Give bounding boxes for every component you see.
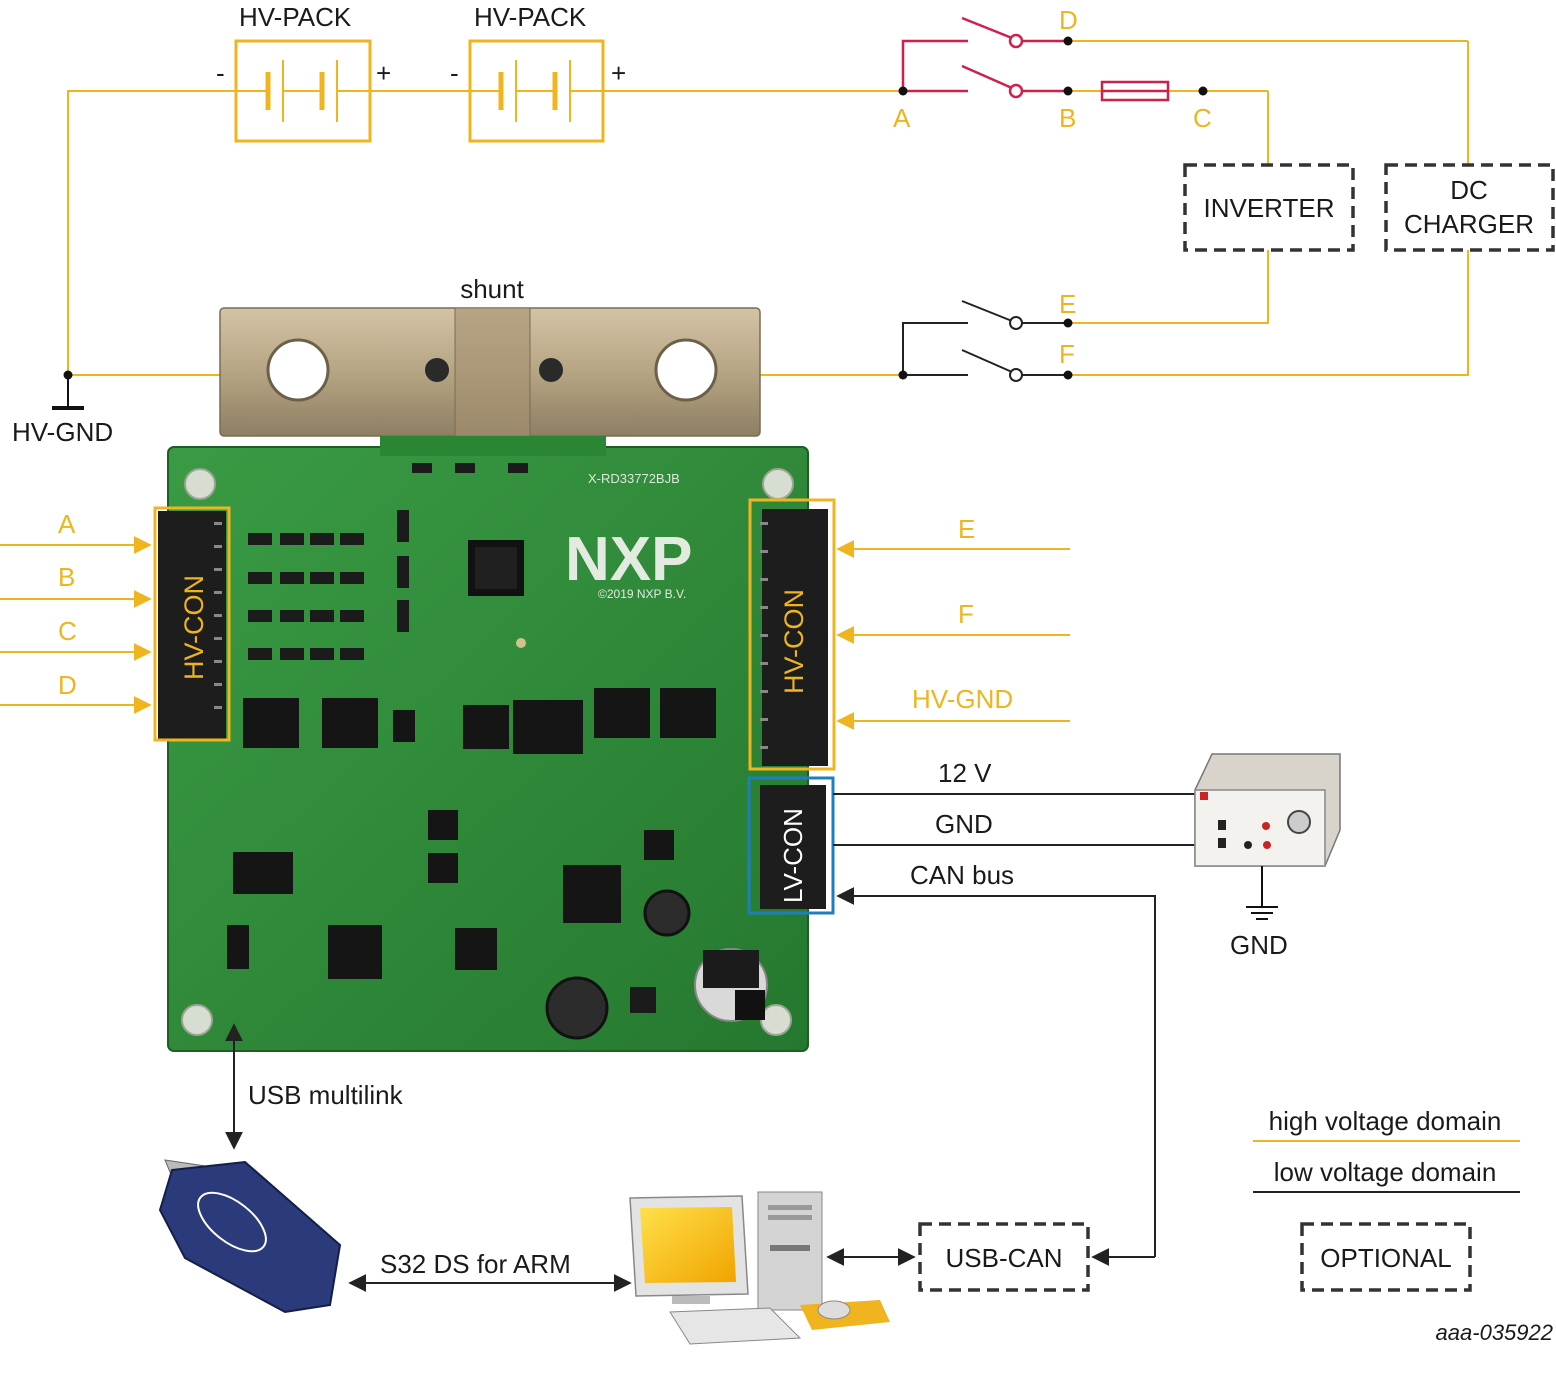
inverter-box bbox=[1183, 163, 1355, 252]
node-c-label: C bbox=[1193, 103, 1212, 133]
nxp-logo: NXP bbox=[565, 525, 692, 594]
hv-con-right-label: HV-CON bbox=[779, 589, 809, 694]
usb-multilink-device-icon bbox=[158, 1159, 342, 1314]
can-bus-label: CAN bus bbox=[910, 860, 1014, 890]
hv-gnd-symbol bbox=[52, 370, 84, 410]
dc-charger-label-2: CHARGER bbox=[1404, 209, 1534, 239]
legend-hv-label: high voltage domain bbox=[1269, 1106, 1502, 1136]
board-id: X-RD33772BJB bbox=[588, 471, 680, 486]
right-input-wires bbox=[836, 540, 1070, 730]
node-a-label: A bbox=[893, 103, 911, 133]
dc-charger-label-1: DC bbox=[1450, 175, 1488, 205]
hv-pack-2-label: HV-PACK bbox=[474, 2, 587, 32]
pack2-plus: + bbox=[611, 58, 626, 88]
hv-pack-1 bbox=[234, 39, 372, 143]
legend-lv-label: low voltage domain bbox=[1274, 1157, 1497, 1187]
figure-id: aaa-035922 bbox=[1436, 1320, 1553, 1345]
shunt-label: shunt bbox=[460, 274, 524, 304]
right-input-f: F bbox=[958, 599, 974, 629]
inverter-label: INVERTER bbox=[1204, 193, 1335, 223]
pack2-minus: - bbox=[450, 58, 459, 88]
lv-con-label: LV-CON bbox=[778, 808, 808, 903]
pcb-board: NXP ©2019 NXP B.V. X-RD33772BJB bbox=[167, 436, 809, 1052]
lv-12v-label: 12 V bbox=[938, 758, 992, 788]
power-supply-icon bbox=[1194, 753, 1341, 920]
hv-main-loop bbox=[67, 40, 1469, 376]
left-input-b: B bbox=[58, 562, 75, 592]
right-input-e: E bbox=[958, 514, 975, 544]
left-input-d: D bbox=[58, 670, 77, 700]
node-f-label: F bbox=[1059, 339, 1075, 369]
legend-optional-box bbox=[1300, 1222, 1472, 1292]
hv-gnd-label: HV-GND bbox=[12, 417, 113, 447]
lv-wires bbox=[833, 793, 1195, 1266]
hv-pack-1-label: HV-PACK bbox=[239, 2, 352, 32]
hv-contactors-negative bbox=[898, 300, 1073, 382]
node-d-label: D bbox=[1059, 5, 1078, 35]
legend-optional-label: OPTIONAL bbox=[1320, 1243, 1451, 1273]
left-input-a: A bbox=[58, 509, 76, 539]
node-e-label: E bbox=[1059, 289, 1076, 319]
usb-can-label: USB-CAN bbox=[945, 1243, 1062, 1273]
left-input-wires bbox=[0, 536, 152, 714]
usb-multilink-label: USB multilink bbox=[248, 1080, 404, 1110]
board-copyright: ©2019 NXP B.V. bbox=[598, 587, 686, 601]
pack1-minus: - bbox=[216, 58, 225, 88]
psu-gnd-label: GND bbox=[1230, 930, 1288, 960]
fuse bbox=[1100, 80, 1170, 102]
lv-gnd-label: GND bbox=[935, 809, 993, 839]
left-input-c: C bbox=[58, 616, 77, 646]
computer-icon bbox=[629, 1191, 890, 1345]
hv-pack-2 bbox=[468, 39, 605, 143]
hv-con-right bbox=[748, 498, 836, 771]
s32ds-label: S32 DS for ARM bbox=[380, 1249, 571, 1279]
hv-con-left-label: HV-CON bbox=[179, 575, 209, 680]
right-input-hv-gnd: HV-GND bbox=[912, 684, 1013, 714]
shunt-bar bbox=[219, 307, 761, 437]
usb-can-box bbox=[918, 1222, 1090, 1292]
hv-contactors-positive bbox=[898, 16, 1208, 99]
dc-charger-box bbox=[1384, 163, 1555, 252]
hv-con-left bbox=[153, 506, 231, 742]
node-b-label: B bbox=[1059, 103, 1076, 133]
pack1-plus: + bbox=[376, 58, 391, 88]
